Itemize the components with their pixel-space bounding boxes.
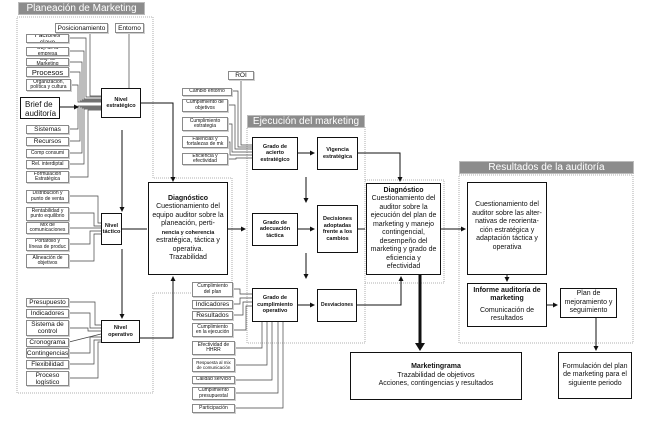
box-grado-adecuacion: Grado de adecuación táctica bbox=[252, 213, 298, 246]
box-sistemas: Sistemas bbox=[26, 125, 69, 134]
informe-text: Comunicación de resultados bbox=[479, 306, 535, 323]
box-nivel-operativo: Nivel operativo bbox=[101, 320, 140, 343]
box-respuesta-mix: Respuesta al mix de comunicación bbox=[192, 358, 235, 372]
box-rentabilidad: Rentabilidad y punto equilibrio bbox=[26, 207, 69, 221]
box-grado-acierto: Grado de acierto estratégico bbox=[252, 137, 298, 170]
diagnostico-text: estratégica, táctica y operativa. bbox=[156, 237, 220, 253]
box-comp-consumi: Comp consumi bbox=[26, 149, 69, 158]
box-cuestionamiento-auditor: Cuestionamiento del auditor sobre las al… bbox=[467, 182, 547, 275]
box-formulacion-plan: Formulación del plan de marketing para e… bbox=[558, 352, 632, 399]
box-eficiencia-efectividad: Eficiencia y efectividad bbox=[182, 153, 228, 165]
box-participacion: Participación bbox=[192, 404, 235, 413]
box-cumplimiento-estrategia: Cumplimiento estrategia bbox=[182, 117, 228, 131]
box-formulacion-estrategica: Formulación Estratégica bbox=[26, 171, 69, 183]
diagnostico-2-region bbox=[365, 179, 445, 284]
plan-text: Plan de mejoramiento y seguimiento bbox=[564, 290, 613, 315]
marketingrama-line: Acciones, contingencias y resultados bbox=[378, 380, 494, 388]
box-falencias-fortalezas: Falencias y fortalezas de mk bbox=[182, 136, 228, 148]
box-posicionamiento: Posicionamiento bbox=[55, 23, 108, 33]
diagnostico-title: Diagnóstico bbox=[167, 194, 209, 202]
box-cumplimiento-ejecucion: Cumplimiento en la ejecución bbox=[192, 323, 233, 337]
box-brief-auditoria: Brief de auditoría bbox=[20, 97, 60, 119]
box-organizacion: Organización, política y cultura bbox=[26, 79, 71, 91]
box-rel-interdiptal: Rel. interdiptal bbox=[26, 160, 69, 169]
box-obj-empresa: Obj. de la empresa bbox=[26, 47, 69, 56]
informe-title: Informe auditoría de marketing bbox=[473, 286, 541, 303]
diagnostico-text: Cuestionamiento del auditor sobre la eje… bbox=[370, 195, 437, 270]
box-indicadores: Indicadores bbox=[26, 309, 69, 318]
box-resultados: Resultados bbox=[192, 311, 233, 320]
box-nivel-estrategico: Nivel estratégico bbox=[101, 88, 141, 118]
box-cumplimiento-objetivos: Cumplimiento de objetivos bbox=[182, 99, 228, 112]
diagnostico-text: Cuestionamiento del equipo auditor sobre… bbox=[152, 203, 224, 227]
box-presupuesto: Presupuesto bbox=[26, 298, 69, 307]
box-vigencia-estrategica: Vigencia estratégica bbox=[317, 137, 358, 170]
box-cambio-entorno: Cambio entorno bbox=[182, 88, 232, 96]
box-proceso-logistico: Proceso logístico bbox=[26, 371, 69, 386]
box-decisiones: Decisiones adoptadas frente a los cambio… bbox=[317, 205, 358, 253]
box-obj-marketing: Obj. de Marketing bbox=[26, 58, 69, 66]
ejecucion-banner: Ejecución del marketing bbox=[247, 115, 365, 128]
box-desviaciones: Desviaciones bbox=[317, 289, 357, 322]
formulacion-text: Formulación del plan de marketing para e… bbox=[562, 362, 628, 387]
box-efectividad-hhrr: Efectividad de HHRR bbox=[192, 341, 235, 355]
planeacion-banner: Planeación de Marketing bbox=[18, 2, 145, 15]
box-marketingrama: Marketingrama Trazabilidad de objetivos … bbox=[350, 352, 522, 400]
box-factores-clave: Factores clave bbox=[26, 34, 69, 43]
box-distribucion: Distribución y punto de venta bbox=[26, 190, 69, 203]
box-mix-comunicaciones: Mix de comunicaciones bbox=[26, 222, 69, 234]
box-alineacion-objetivos: Alineación de objetivos bbox=[26, 254, 69, 268]
box-diagnostico-ejecucion: Diagnóstico Cuestionamiento del auditor … bbox=[366, 183, 441, 275]
box-informe-auditoria: Informe auditoría de marketing Comunicac… bbox=[467, 283, 547, 327]
box-recursos: Recursos bbox=[26, 137, 69, 146]
cuestionamiento-text: Cuestionamiento del auditor sobre las al… bbox=[472, 201, 542, 251]
diagnostico-title: Diagnóstico bbox=[383, 186, 424, 194]
box-flexibilidad: Flexibilidad bbox=[26, 360, 69, 369]
box-roi: ROI bbox=[228, 71, 254, 80]
diagnostico-text: Trazabilidad bbox=[169, 254, 207, 261]
box-calidad-servicio: Calidad servicio bbox=[192, 376, 235, 384]
diagnostico-text: nencia y coherencia bbox=[161, 229, 215, 236]
box-entorno: Entorno bbox=[115, 23, 144, 33]
box-nivel-tactico: Nivel táctico bbox=[101, 213, 122, 245]
box-contingencias: Contingencias bbox=[26, 348, 69, 358]
marketingrama-title: Marketingrama bbox=[411, 363, 461, 371]
resultados-region bbox=[458, 174, 634, 344]
box-cumplimiento-presupuestal: Cumplimiento presupuestal bbox=[192, 387, 235, 400]
box-diagnostico-planeacion: Diagnóstico Cuestionamiento del equipo a… bbox=[148, 182, 228, 275]
box-cronograma: Cronograma bbox=[26, 338, 69, 347]
box-sistema-control: Sistema de control bbox=[26, 320, 69, 336]
resultados-banner: Resultados de la auditoría bbox=[459, 161, 634, 174]
box-portafolio: Portafolio y líneas de produc bbox=[26, 238, 69, 251]
marketingrama-line: Trazabilidad de objetivos bbox=[397, 371, 475, 379]
box-cumplimiento-plan: Cumplimiento del plan bbox=[192, 282, 233, 297]
box-grado-cumplimiento: Grado de cumplimiento operativo bbox=[252, 288, 298, 322]
box-plan-mejoramiento: Plan de mejoramiento y seguimiento bbox=[560, 288, 617, 318]
box-indicadores-ejecucion: Indicadores bbox=[192, 300, 233, 309]
box-procesos: Procesos bbox=[26, 67, 69, 77]
